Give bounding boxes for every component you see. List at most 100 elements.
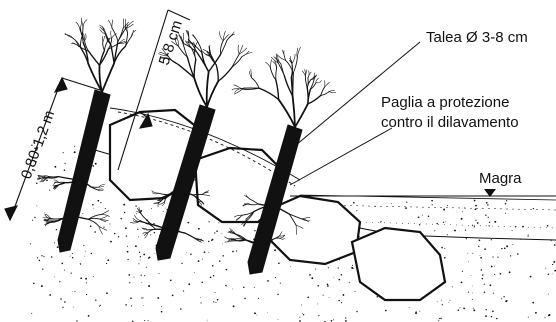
- soil-dot: [441, 300, 442, 301]
- soil-dot: [422, 215, 423, 216]
- branch-twig: [238, 45, 239, 54]
- soil-dot: [135, 205, 136, 206]
- soil-dot: [533, 208, 534, 209]
- soil-dot: [37, 257, 38, 258]
- soil-dot: [527, 235, 528, 236]
- soil-dot: [490, 284, 492, 286]
- soil-dot: [472, 293, 473, 294]
- soil-dot: [532, 302, 534, 304]
- branch-twig: [276, 69, 277, 80]
- soil-dot: [186, 252, 187, 253]
- soil-dot: [510, 255, 511, 256]
- soil-dot: [36, 183, 37, 184]
- branch-twig: [80, 20, 82, 29]
- soil-dot: [118, 236, 119, 237]
- branch-twig: [119, 39, 125, 43]
- soil-dot: [64, 270, 65, 271]
- soil-dot: [443, 222, 444, 223]
- soil-dot: [438, 320, 439, 321]
- soil-dot: [328, 267, 329, 268]
- soil-dot: [462, 271, 463, 272]
- soil-dot: [93, 276, 94, 277]
- soil-dot: [302, 313, 303, 314]
- soil-dot: [491, 239, 492, 240]
- soil-dot: [520, 238, 521, 239]
- soil-dot: [375, 206, 376, 207]
- soil-dot: [157, 297, 159, 299]
- soil-dot: [208, 252, 209, 253]
- soil-dot: [432, 204, 433, 205]
- soil-dot: [437, 301, 438, 302]
- soil-dot: [72, 253, 73, 254]
- soil-dot: [194, 272, 195, 273]
- soil-dot: [505, 300, 507, 302]
- soil-dot: [274, 249, 276, 251]
- soil-dot: [128, 274, 130, 276]
- soil-dot: [106, 292, 108, 294]
- branch-twig: [221, 40, 227, 54]
- branch-twig: [101, 215, 109, 217]
- soil-dot: [482, 278, 483, 279]
- soil-dot: [303, 314, 304, 315]
- soil-dot: [315, 269, 316, 270]
- soil-dot: [415, 311, 416, 312]
- soil-dot: [485, 315, 487, 317]
- branch-twig: [130, 222, 139, 223]
- soil-dot: [491, 266, 493, 268]
- branch-twig: [329, 90, 334, 91]
- soil-dot: [74, 291, 75, 292]
- soil-dot: [452, 286, 453, 287]
- soil-dot: [338, 300, 339, 301]
- soil-dot: [36, 205, 37, 206]
- soil-dot: [484, 248, 486, 250]
- soil-dot: [41, 285, 43, 287]
- soil-dot: [218, 222, 219, 223]
- branch-twig: [54, 182, 59, 184]
- soil-dot: [140, 259, 141, 260]
- soil-dot: [64, 169, 66, 171]
- soil-dot: [74, 151, 76, 153]
- soil-dot: [299, 317, 300, 318]
- soil-dot: [380, 222, 381, 223]
- soil-dot: [85, 278, 87, 280]
- soil-dot: [480, 255, 481, 256]
- soil-dot: [232, 289, 233, 290]
- soil-dot: [154, 232, 155, 233]
- branch-twig: [111, 31, 112, 38]
- soil-dot: [484, 292, 486, 294]
- soil-dot: [226, 285, 227, 286]
- soil-dot: [356, 311, 357, 312]
- soil-dot: [440, 318, 441, 319]
- soil-dot: [278, 262, 280, 264]
- soil-dot: [207, 320, 208, 321]
- soil-dot: [338, 279, 340, 281]
- soil-dot: [106, 263, 107, 264]
- soil-dot: [141, 297, 142, 298]
- branch-twig: [192, 35, 197, 41]
- soil-dot: [353, 202, 355, 204]
- soil-dot: [333, 277, 334, 278]
- soil-dot: [338, 267, 339, 268]
- soil-dot: [311, 277, 313, 279]
- branch-twig: [259, 88, 279, 99]
- soil-dot: [41, 255, 42, 256]
- soil-dot: [49, 294, 51, 296]
- soil-dot: [342, 294, 344, 296]
- soil-dot: [467, 253, 468, 254]
- soil-dot: [146, 267, 147, 268]
- soil-dot: [500, 273, 502, 275]
- soil-dot: [494, 266, 495, 267]
- soil-dot: [214, 292, 215, 293]
- soil-dot: [535, 312, 537, 314]
- soil-dot: [213, 301, 214, 302]
- soil-dot: [501, 248, 502, 249]
- soil-dot: [33, 283, 35, 285]
- soil-dot: [254, 230, 255, 231]
- soil-dot: [72, 291, 73, 292]
- branch-twig: [185, 233, 196, 238]
- soil-dot: [127, 251, 129, 253]
- soil-dot: [509, 271, 511, 273]
- soil-dot: [198, 260, 200, 262]
- soil-dot: [280, 283, 281, 284]
- paglia-label-line1: Paglia a protezione: [381, 94, 509, 111]
